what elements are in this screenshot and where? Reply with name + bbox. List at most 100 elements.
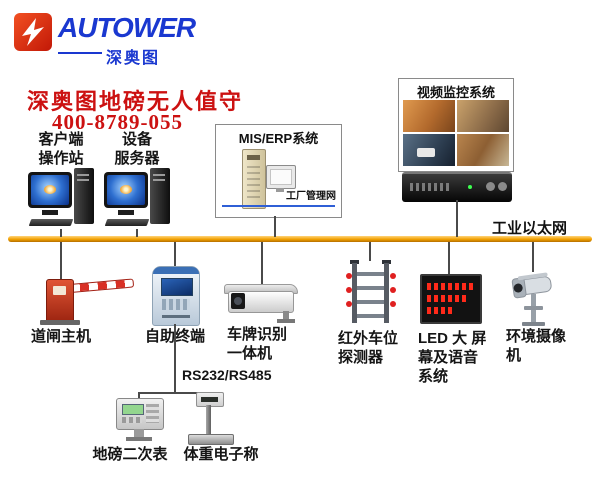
infrared-emitter-dot (390, 287, 396, 293)
infrared-pole (384, 263, 389, 323)
connector-line (274, 216, 276, 237)
connector-line (174, 242, 176, 266)
infrared-beam (357, 272, 384, 276)
lpr-label: 车牌识别 一体机 (227, 326, 288, 362)
logo-bolt-icon (22, 18, 44, 46)
mis-erp-box: MIS/ERP系统 工厂管理网 (215, 124, 342, 218)
pc-screen (107, 175, 145, 205)
scale-display (201, 397, 218, 402)
serial-protocol-label: RS232/RS485 (182, 367, 272, 383)
brand-underline (58, 52, 102, 54)
pc-monitor-stand (118, 210, 134, 215)
dvr-led (468, 185, 472, 189)
video-surveillance-box: 视频监控系统 (398, 78, 514, 172)
led-text-row (427, 283, 473, 290)
barrier-gate-icon (46, 279, 74, 323)
lpr-lens-glass (234, 297, 242, 305)
led-label: LED 大 屏 幕及语音 系统 (418, 330, 487, 385)
lpr-mount (283, 311, 289, 320)
camera-snapshot (457, 100, 509, 132)
infrared-emitter-dot (390, 301, 396, 307)
infrared-beam (357, 300, 384, 304)
connector-line (532, 242, 534, 272)
dvr-vents (410, 183, 452, 191)
pc-vent (153, 174, 165, 176)
cctv-camera-icon (511, 272, 552, 326)
autower-logo-icon (14, 13, 52, 51)
indicator-keypad (146, 404, 159, 423)
scale-label: 体重电子称 (183, 446, 259, 463)
factory-network-label: 工厂管理网 (286, 191, 336, 202)
infrared-emitter-dot (346, 301, 352, 307)
barrier-label: 道闸主机 (30, 328, 91, 345)
connector-line (261, 242, 263, 284)
serial-drop-line (138, 392, 140, 400)
scale-platform (188, 434, 234, 445)
monitor-stand (276, 188, 284, 192)
indicator-buttons (122, 417, 142, 423)
pc-vent (77, 179, 89, 181)
pc-vent (153, 179, 165, 181)
infrared-emitter-dot (346, 287, 352, 293)
infrared-beam (357, 286, 384, 290)
dvr-knob (486, 182, 495, 191)
indicator-display (122, 404, 144, 415)
kiosk-screen (161, 278, 193, 296)
scale-pole (206, 405, 211, 436)
connector-line (448, 242, 450, 274)
connector-line (60, 242, 62, 279)
ethernet-bus (8, 236, 592, 242)
client-station-label: 客户端 操作站 (38, 131, 84, 167)
pc-keyboard (104, 219, 150, 226)
brand-name-cn: 深奥图 (106, 50, 161, 67)
pc-vent (77, 174, 89, 176)
kiosk-icon (152, 266, 200, 326)
connector-line (136, 229, 138, 237)
lan-line (222, 205, 335, 207)
device-server-computer-icon (104, 166, 170, 230)
serial-branch-line (138, 392, 210, 394)
dvr-knob (498, 182, 507, 191)
device-server-label: 设备 服务器 (114, 131, 160, 167)
led-text-row (427, 295, 467, 302)
server-drive-slot (247, 155, 260, 160)
pc-keyboard (28, 219, 74, 226)
env-camera-label: 环境摄像 机 (506, 328, 567, 364)
phone-number: 400-8789-055 (52, 110, 183, 134)
pc-monitor (104, 172, 148, 208)
lpr-lens (231, 293, 245, 309)
truck-in-snapshot (417, 148, 435, 157)
indicator-base (126, 437, 152, 441)
infrared-beam (357, 314, 384, 318)
server-tower-icon (242, 149, 266, 209)
server-vents (247, 166, 260, 200)
infrared-pole (352, 263, 357, 323)
indicator-label: 地磅二次表 (92, 446, 168, 463)
dvr-recorder-icon (402, 172, 512, 202)
mis-erp-title: MIS/ERP系统 (238, 131, 319, 146)
ethernet-bus-label: 工业以太网 (492, 220, 568, 237)
connector-line (369, 242, 371, 261)
pc-tower (74, 168, 94, 224)
camera-snapshot (403, 134, 455, 166)
infrared-label: 红外车位 探测器 (338, 330, 399, 366)
video-surveillance-title: 视频监控系统 (416, 85, 495, 100)
pc-tower (150, 168, 170, 224)
barrier-arm (69, 278, 135, 293)
barrier-base (40, 320, 80, 325)
pc-screen-logo (44, 185, 56, 194)
camera-snapshot (457, 134, 509, 166)
connector-line (456, 200, 458, 237)
serial-line (174, 324, 176, 393)
page-title: 深奥图地磅无人值守 (27, 89, 244, 114)
camera-snapshot (403, 100, 455, 132)
infrared-emitter-dot (390, 273, 396, 279)
connector-line (60, 229, 62, 237)
kiosk-keypad (162, 299, 190, 310)
pc-monitor-stand (42, 210, 58, 215)
weight-indicator-icon (116, 398, 164, 430)
client-station-computer-icon (28, 166, 94, 230)
lpr-base (277, 319, 295, 323)
infrared-pole-cap (382, 260, 391, 264)
